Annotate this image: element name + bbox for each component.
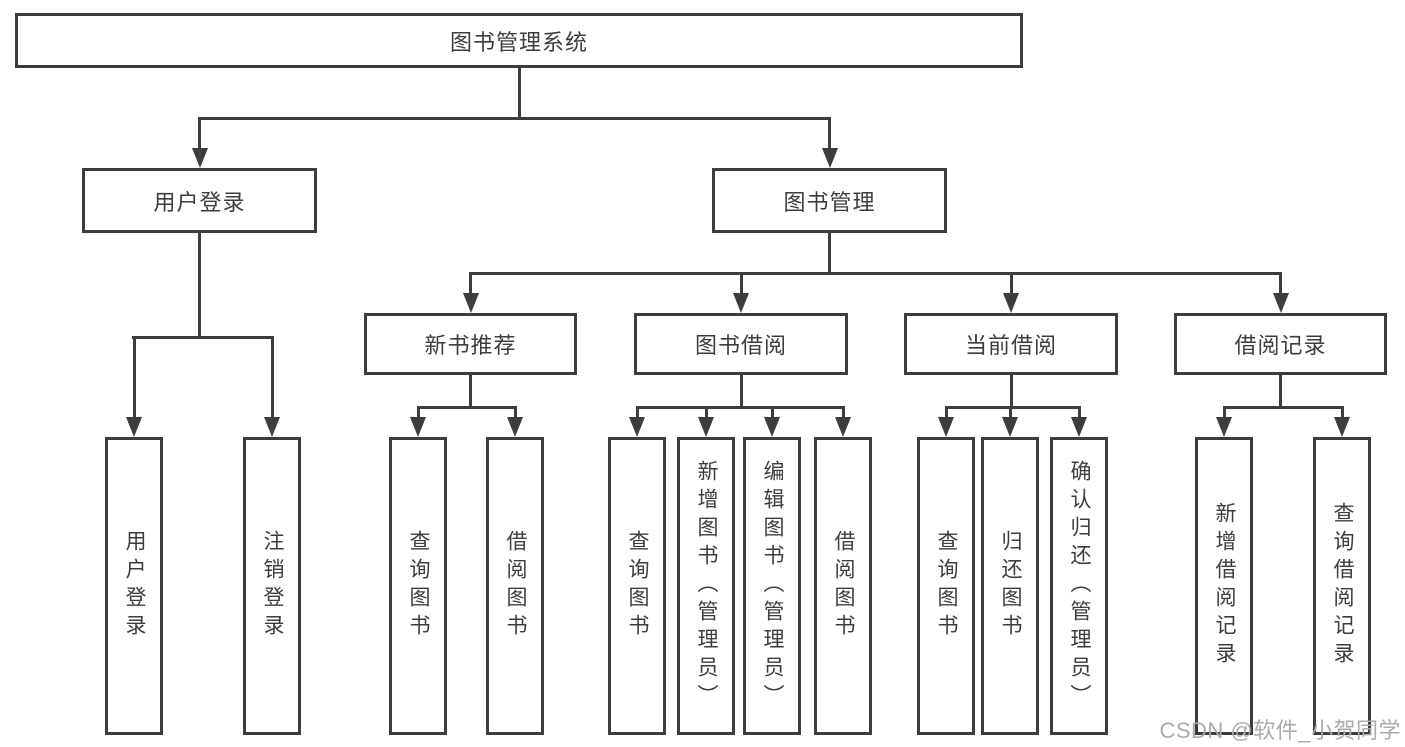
leaf-label: 新增图书（管理员） — [695, 460, 718, 712]
connector-stem-leaf — [1009, 406, 1012, 419]
leaf-query-borrow-record: 查询借阅记录 — [1313, 437, 1371, 735]
arrow-down-icon — [507, 417, 523, 437]
leaf-query-books-borrowing: 查询图书 — [608, 437, 666, 735]
connector-current-borrow-hbar — [945, 406, 1080, 409]
connector-stem-leaf-login — [133, 336, 136, 419]
leaf-label: 查询图书 — [935, 530, 958, 642]
node-label: 图书管理 — [783, 189, 876, 215]
leaf-label: 归还图书 — [999, 530, 1022, 642]
node-library-management-system: 图书管理系统 — [15, 13, 1023, 68]
node-label: 当前借阅 — [964, 333, 1057, 358]
arrow-down-icon — [938, 417, 954, 437]
arrow-down-icon — [1003, 293, 1019, 313]
arrow-down-icon — [1273, 293, 1289, 313]
leaf-borrow-books: 借阅图书 — [814, 437, 872, 735]
connector-book-mgmt-hbar — [469, 272, 1282, 275]
node-label: 借阅记录 — [1234, 333, 1327, 358]
arrow-down-icon — [1071, 417, 1087, 437]
arrow-down-icon — [264, 417, 280, 437]
arrow-down-icon — [126, 417, 142, 437]
node-user-login: 用户登录 — [82, 168, 317, 233]
connector-user-login-stem — [198, 233, 201, 337]
arrow-down-icon — [835, 417, 851, 437]
node-label: 图书借阅 — [694, 333, 787, 358]
connector-new-book-stem — [469, 375, 472, 408]
connector-stem-user-login — [198, 117, 201, 150]
arrow-down-icon — [1334, 417, 1350, 437]
connector-stem-new-book — [469, 272, 472, 295]
connector-stem-leaf — [842, 406, 845, 419]
connector-stem-leaf — [514, 406, 517, 419]
arrow-down-icon — [410, 417, 426, 437]
connector-new-book-hbar — [417, 406, 517, 409]
leaf-return-books: 归还图书 — [981, 437, 1039, 735]
connector-stem-leaf — [1078, 406, 1081, 419]
connector-stem-leaf — [771, 406, 774, 419]
leaf-label: 用户登录 — [123, 530, 146, 642]
leaf-logout: 注销登录 — [243, 437, 301, 735]
leaf-label: 借阅图书 — [832, 530, 855, 642]
node-new-book-recommend: 新书推荐 — [364, 313, 577, 375]
connector-stem-leaf — [636, 406, 639, 419]
connector-stem-book-borrow — [740, 272, 743, 295]
csdn-watermark: CSDN @软件_小贺同学 — [1159, 718, 1401, 743]
node-label: 用户登录 — [153, 189, 246, 215]
leaf-query-books-current: 查询图书 — [917, 437, 975, 735]
connector-book-borrow-stem — [740, 375, 743, 408]
connector-stem-current-borrow — [1010, 272, 1013, 295]
leaf-label: 编辑图书（管理员） — [761, 460, 784, 712]
arrow-down-icon — [764, 417, 780, 437]
connector-stem-leaf-logout — [271, 336, 274, 419]
leaf-user-login: 用户登录 — [105, 437, 163, 735]
arrow-down-icon — [192, 148, 208, 168]
leaf-label: 查询图书 — [407, 530, 430, 642]
connector-user-login-hbar — [132, 336, 274, 339]
leaf-add-books-admin: 新增图书（管理员） — [677, 437, 735, 735]
connector-stem-book-mgmt — [828, 117, 831, 150]
leaf-query-books-recommend: 查询图书 — [389, 437, 447, 735]
connector-borrow-records-hbar — [1223, 406, 1342, 409]
connector-stem-borrow-records — [1279, 272, 1282, 295]
connector-book-mgmt-stem — [828, 233, 831, 274]
node-borrowing-records: 借阅记录 — [1174, 313, 1387, 375]
connector-stem-leaf — [417, 406, 420, 419]
leaf-label: 新增借阅记录 — [1213, 502, 1236, 670]
arrow-down-icon — [463, 293, 479, 313]
connector-current-borrow-stem — [1010, 375, 1013, 408]
leaf-label: 查询借阅记录 — [1331, 502, 1354, 670]
connector-stem-leaf — [1223, 406, 1226, 419]
connector-borrow-records-stem — [1279, 375, 1282, 408]
connector-stem-leaf — [1341, 406, 1344, 419]
arrow-down-icon — [1216, 417, 1232, 437]
node-label: 新书推荐 — [424, 333, 517, 358]
arrow-down-icon — [822, 148, 838, 168]
leaf-borrow-books-recommend: 借阅图书 — [486, 437, 544, 735]
leaf-add-borrow-record: 新增借阅记录 — [1195, 437, 1253, 735]
connector-stem-leaf — [945, 406, 948, 419]
connector-root-hbar — [198, 117, 831, 120]
arrow-down-icon — [733, 293, 749, 313]
leaf-label: 查询图书 — [626, 530, 649, 642]
leaf-confirm-return-admin: 确认归还（管理员） — [1050, 437, 1108, 735]
node-book-management: 图书管理 — [712, 168, 947, 233]
connector-root-stem — [518, 68, 521, 118]
arrow-down-icon — [698, 417, 714, 437]
leaf-label: 借阅图书 — [504, 530, 527, 642]
connector-stem-leaf — [705, 406, 708, 419]
node-book-borrowing: 图书借阅 — [634, 313, 848, 375]
leaf-label: 确认归还（管理员） — [1068, 460, 1091, 712]
node-current-borrowing: 当前借阅 — [904, 313, 1118, 375]
leaf-label: 注销登录 — [261, 530, 284, 642]
connector-book-borrow-hbar — [636, 406, 845, 409]
node-label: 图书管理系统 — [449, 29, 588, 55]
arrow-down-icon — [629, 417, 645, 437]
arrow-down-icon — [1002, 417, 1018, 437]
leaf-edit-books-admin: 编辑图书（管理员） — [743, 437, 801, 735]
